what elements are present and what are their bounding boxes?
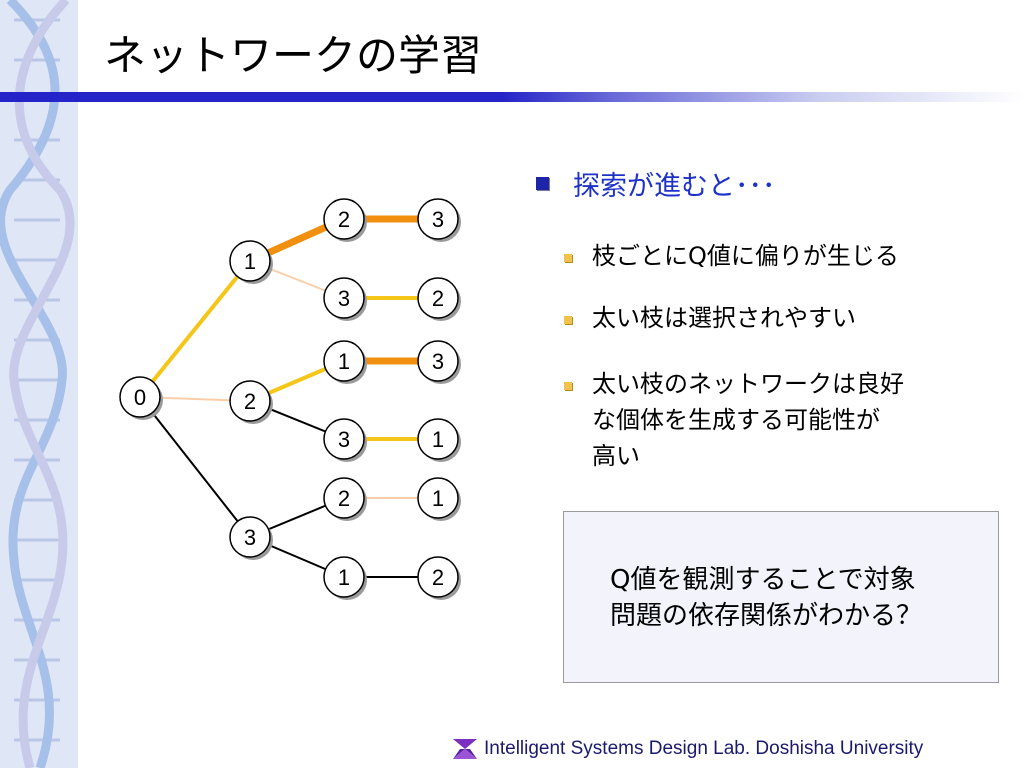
tree-node-circle (229, 516, 271, 558)
tree-node-circle (323, 277, 365, 319)
tree-node-a2: 3 (323, 277, 367, 321)
tree-edge-root-a (138, 259, 252, 399)
note-line: 問題の依存関係がわかる？ (610, 601, 923, 631)
tree-node-circle (417, 477, 459, 519)
tree-node-label: 1 (432, 427, 444, 452)
tree-node-label: 1 (338, 565, 350, 590)
tree-node-c: 3 (229, 516, 273, 560)
tree-node-root: 0 (119, 376, 163, 420)
tree-node-a2x: 2 (417, 277, 461, 321)
tree-node-label: 3 (338, 286, 350, 311)
tree-node-circle (323, 556, 365, 598)
tree-node-label: 3 (432, 207, 444, 232)
bullet-text-line: な個体を生成する可能性が (592, 406, 880, 434)
tree-edges (138, 215, 438, 578)
tree-node-a1: 2 (323, 198, 367, 242)
tree-node-circle (417, 556, 459, 598)
bullet-icon (564, 254, 572, 262)
tree-node-label: 3 (338, 427, 350, 452)
tree-node-circle (417, 418, 459, 460)
heading-text: 探索が進むと･･･ (573, 171, 776, 202)
tree-node-label: 3 (432, 349, 444, 374)
tree-node-label: 3 (244, 525, 256, 550)
tree-node-label: 2 (338, 486, 350, 511)
tree-node-circle (323, 340, 365, 382)
tree-node-circle (229, 240, 271, 282)
tree-node-label: 2 (338, 207, 350, 232)
tree-node-a1x: 3 (417, 198, 461, 242)
tree-node-label: 0 (134, 385, 146, 410)
bullet-text-line: 高い (592, 442, 640, 470)
bullet-text: 太い枝は選択されやすい (592, 304, 856, 332)
tree-node-c1: 2 (323, 477, 367, 521)
tree-node-circle (417, 340, 459, 382)
bullet-icon (564, 316, 572, 324)
tree-node-label: 1 (244, 249, 256, 274)
tree-node-circle (323, 198, 365, 240)
slide-title: ネットワークの学習 (104, 31, 483, 80)
tree-node-c1x: 1 (417, 477, 461, 521)
heading-row: 探索が進むと･･･ (536, 164, 776, 203)
tree-node-circle (417, 198, 459, 240)
note-box: Q値を観測することで対象 問題の依存関係がわかる？ (563, 511, 999, 683)
network-tree-diagram: 0 1 2 3 2 3 1 3 2 1 3 2 3 1 1 2 (119, 198, 461, 600)
tree-node-b2x: 1 (417, 418, 461, 462)
tree-node-b1: 1 (323, 340, 367, 384)
lab-logo-icon (453, 739, 477, 759)
tree-node-c2: 1 (323, 556, 367, 600)
footer: Intelligent Systems Design Lab. Doshisha… (452, 738, 923, 760)
bullet-icon (564, 382, 572, 390)
tree-node-a: 1 (229, 240, 273, 284)
note-text: Q値を観測することで対象 問題の依存関係がわかる？ (610, 562, 922, 634)
tree-node-label: 1 (338, 349, 350, 374)
tree-node-b2: 3 (323, 418, 367, 462)
bullet-text-line: 太い枝のネットワークは良好 (592, 370, 904, 398)
tree-node-circle (119, 376, 161, 418)
bullet-text: 太い枝のネットワークは良好 な個体を生成する可能性が 高い (592, 366, 904, 474)
tree-node-label: 2 (432, 286, 444, 311)
tree-node-c2x: 2 (417, 556, 461, 600)
tree-node-b: 2 (229, 380, 273, 424)
tree-nodes: 0 1 2 3 2 3 1 3 2 1 3 2 3 1 1 2 (119, 198, 461, 600)
square-bullet-icon (536, 177, 549, 190)
tree-node-label: 2 (244, 389, 256, 414)
tree-node-circle (229, 380, 271, 422)
dna-sidebar-decoration (0, 0, 78, 770)
note-line: Q値を観測することで対象 (610, 565, 916, 595)
tree-node-circle (323, 477, 365, 519)
footer-text: Intelligent Systems Design Lab. Doshisha… (484, 738, 924, 759)
title-underline (0, 92, 1024, 102)
tree-node-label: 1 (432, 486, 444, 511)
tree-edge-root-c (139, 396, 251, 538)
tree-node-b1x: 3 (417, 340, 461, 384)
tree-node-label: 2 (432, 565, 444, 590)
bullet-text: 枝ごとにQ値に偏りが生じる (592, 242, 899, 270)
tree-node-circle (417, 277, 459, 319)
tree-node-circle (323, 418, 365, 460)
